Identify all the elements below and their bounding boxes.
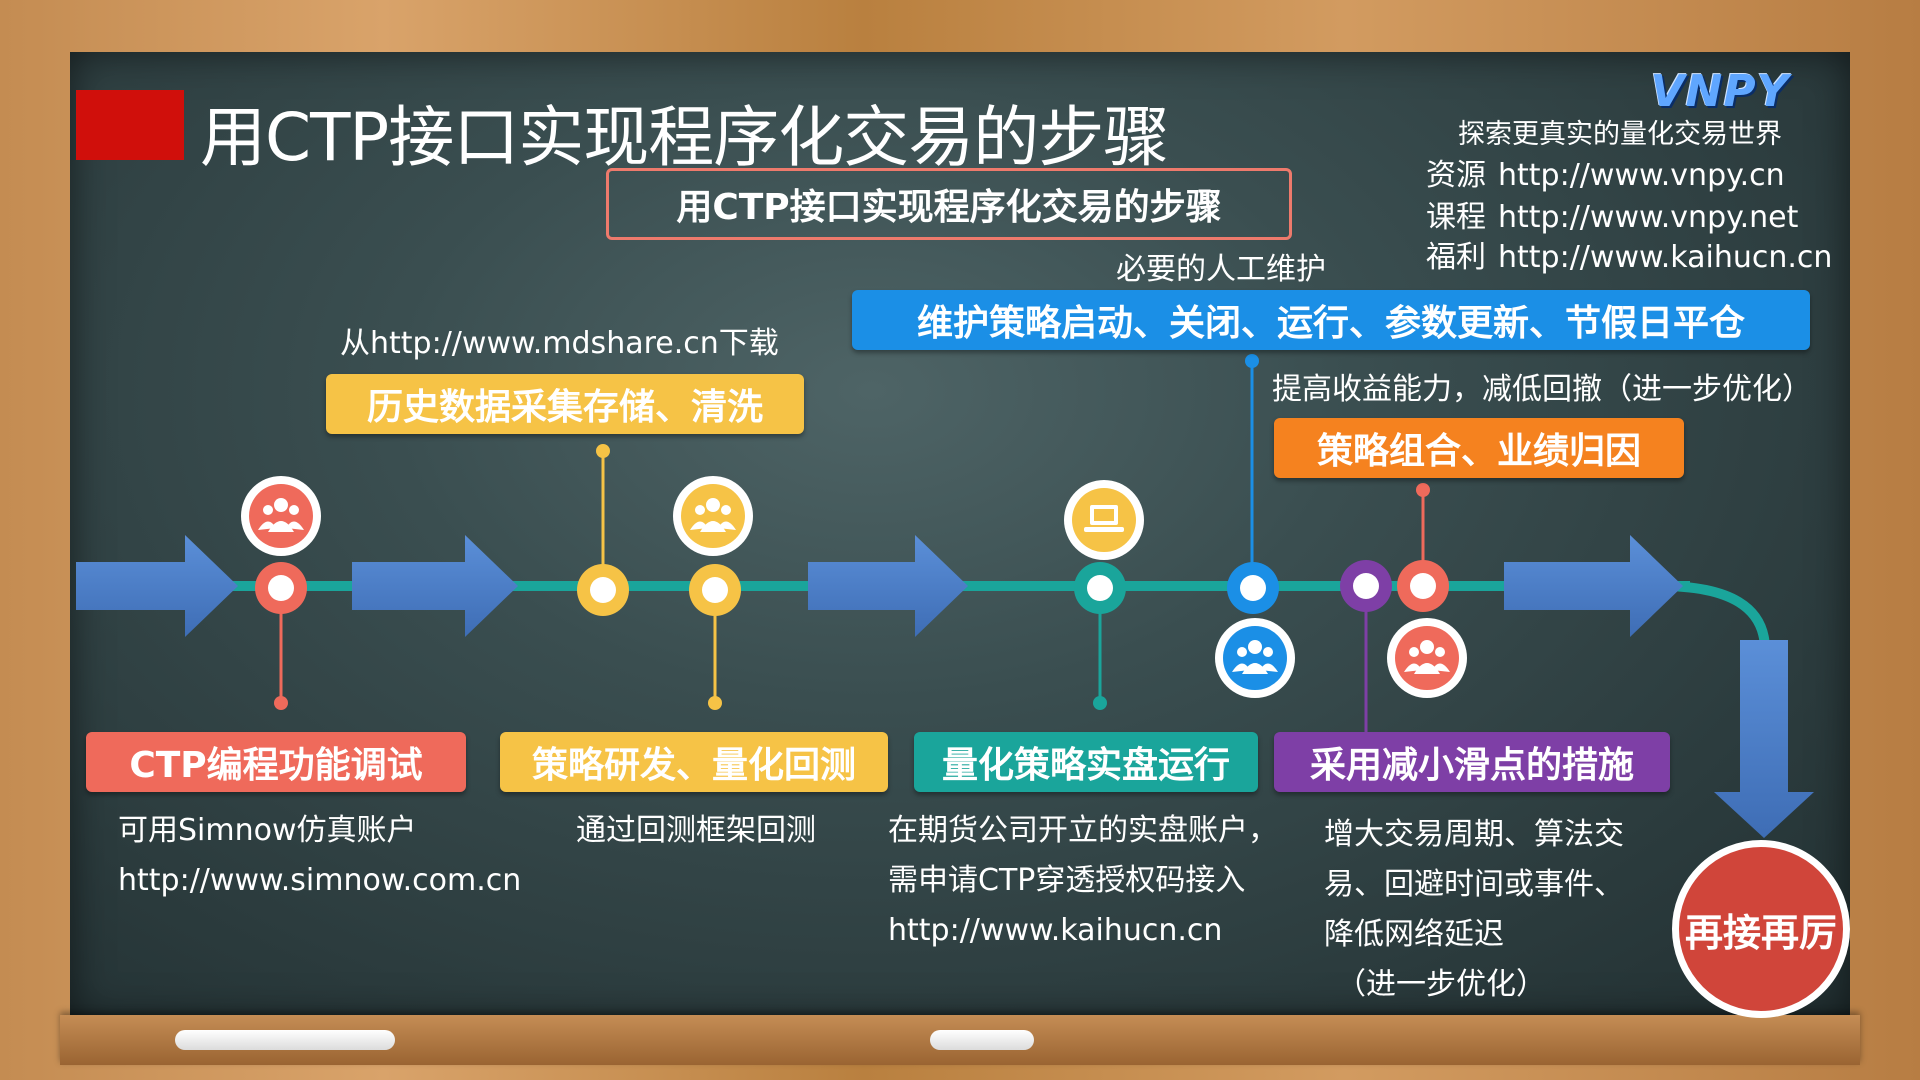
research-desc-line: 通过回测框架回测 <box>576 813 816 848</box>
maintain-step-box: 维护策略启动、关闭、运行、参数更新、节假日平仓 <box>852 290 1810 350</box>
resource-line: 资源 http://www.vnpy.cn <box>1426 150 1785 194</box>
welfare-key: 福利 <box>1426 240 1486 275</box>
users-icon <box>258 498 304 532</box>
history-note: 从http://www.mdshare.cn下载 <box>340 326 779 361</box>
research-step-box: 策略研发、量化回测 <box>500 732 888 792</box>
chalk-piece <box>175 1030 395 1050</box>
slippage-desc-line: （进一步优化） <box>1336 967 1546 1002</box>
flow-arrow <box>76 535 238 637</box>
users-icon <box>1404 640 1450 674</box>
flow-arrow <box>1504 535 1683 637</box>
ctp-desc-link[interactable]: http://www.simnow.com.cn <box>118 863 522 898</box>
laptop-icon <box>1084 505 1124 532</box>
ctp-desc: 可用Simnow仿真账户 http://www.simnow.com.cn <box>118 806 521 906</box>
chalk-piece <box>930 1030 1034 1050</box>
ctp-desc-line: 可用Simnow仿真账户 <box>118 813 417 848</box>
course-key: 课程 <box>1426 200 1486 235</box>
portfolio-step-box: 策略组合、业绩归因 <box>1274 418 1684 478</box>
users-icon <box>690 498 736 532</box>
live-desc: 在期货公司开立的实盘账户， 需申请CTP穿透授权码接入 http://www.k… <box>888 806 1278 956</box>
history-step-box: 历史数据采集存储、清洗 <box>326 374 804 434</box>
ctp-step-box: CTP编程功能调试 <box>86 732 466 792</box>
welfare-url[interactable]: http://www.kaihucn.cn <box>1498 240 1833 275</box>
vnpy-logo: VNPY <box>1650 66 1790 117</box>
title-marker <box>76 90 184 160</box>
live-step-box: 量化策略实盘运行 <box>914 732 1258 792</box>
flow-arrow <box>808 535 968 637</box>
course-line: 课程 http://www.vnpy.net <box>1426 192 1798 236</box>
flow-arrow <box>352 535 518 637</box>
chalkboard <box>70 52 1850 1020</box>
page-title: 用CTP接口实现程序化交易的步骤 <box>200 99 1169 176</box>
live-desc-line: 在期货公司开立的实盘账户， <box>888 813 1278 848</box>
brand-tagline: 探索更真实的量化交易世界 <box>1458 119 1782 150</box>
timeline-curve <box>1659 581 1770 651</box>
portfolio-note: 提高收益能力，减低回撤（进一步优化） <box>1272 372 1812 407</box>
live-desc-line: 需申请CTP穿透授权码接入 <box>888 863 1246 898</box>
slippage-desc-line: 增大交易周期、算法交 <box>1324 817 1624 852</box>
subtitle-box: 用CTP接口实现程序化交易的步骤 <box>606 168 1292 240</box>
final-circle: 再接再厉 <box>1672 840 1850 1018</box>
live-desc-link[interactable]: http://www.kaihucn.cn <box>888 913 1223 948</box>
slippage-desc: 增大交易周期、算法交 易、回避时间或事件、 降低网络延迟 （进一步优化） <box>1324 810 1624 1010</box>
slippage-desc-line: 降低网络延迟 <box>1324 917 1504 952</box>
maintain-note: 必要的人工维护 <box>1116 252 1326 287</box>
research-desc: 通过回测框架回测 <box>576 806 816 856</box>
slippage-step-box: 采用减小滑点的措施 <box>1274 732 1670 792</box>
users-icon <box>1232 640 1278 674</box>
resource-key: 资源 <box>1426 158 1486 193</box>
welfare-line: 福利 http://www.kaihucn.cn <box>1426 232 1832 276</box>
slippage-desc-line: 易、回避时间或事件、 <box>1324 867 1624 902</box>
resource-url[interactable]: http://www.vnpy.cn <box>1498 158 1785 193</box>
course-url[interactable]: http://www.vnpy.net <box>1498 200 1799 235</box>
flow-arrow-down <box>1714 640 1814 838</box>
